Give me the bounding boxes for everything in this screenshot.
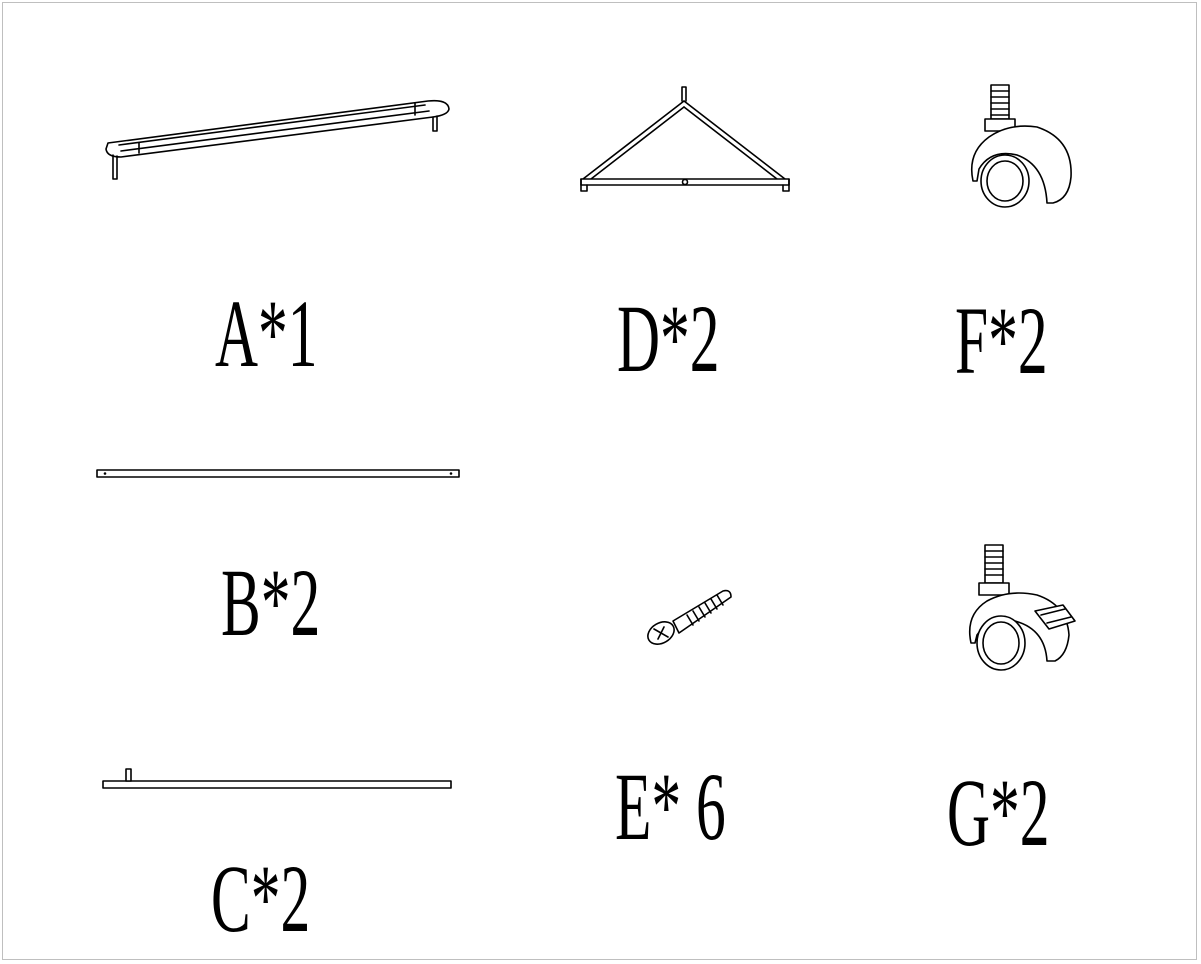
caster-wheel-icon	[970, 84, 1072, 208]
triangle-bracket-icon	[580, 86, 790, 192]
locking-caster-wheel-icon	[968, 544, 1076, 671]
part-label-b: B*2	[221, 549, 321, 656]
part-label-c: C*2	[211, 845, 311, 952]
rod-with-pin-icon	[102, 768, 452, 789]
screw-icon	[647, 589, 732, 645]
part-label-g: G*2	[947, 759, 1050, 866]
part-label-d: D*2	[617, 285, 720, 392]
flat-bar-icon	[96, 469, 460, 478]
rack-shelf-icon	[105, 99, 450, 180]
part-label-a: A*1	[215, 280, 318, 387]
part-label-f: F*2	[955, 287, 1048, 394]
part-label-e: E* 6	[615, 753, 726, 860]
